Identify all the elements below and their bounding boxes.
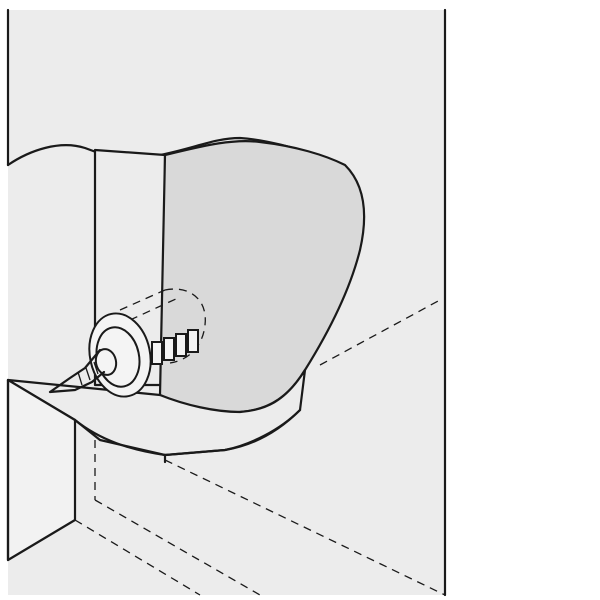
bottom-panel <box>6 368 307 562</box>
cam-connector-bolt <box>48 312 152 398</box>
threaded-sleeve <box>151 329 199 365</box>
